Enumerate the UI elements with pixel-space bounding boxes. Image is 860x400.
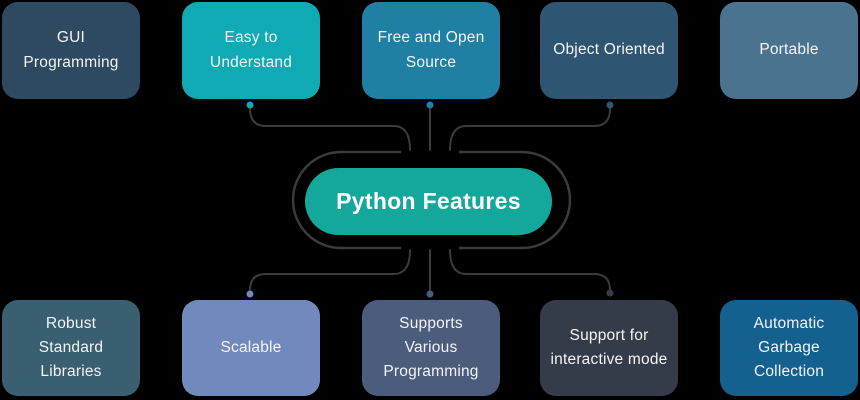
node-label: Scalable (220, 338, 282, 356)
node-easy-to-understand: Easy to Understand (182, 2, 320, 99)
node-portable: Portable (720, 2, 858, 99)
node-gui-programming: GUI Programming (2, 2, 140, 99)
connector-top-left (249, 108, 411, 151)
node-label: Supports Various Programming (383, 314, 479, 380)
node-label: Free and Open Source (377, 29, 485, 71)
center-node-python-features: Python Features (305, 168, 552, 235)
node-label: GUI Programming (23, 29, 119, 71)
node-label: Robust Standard Libraries (38, 314, 104, 380)
node-label: Easy to Understand (209, 29, 293, 71)
node-free-and-open-source: Free and Open Source (362, 2, 500, 99)
connector-top-right (449, 108, 611, 151)
dot-free-and-open-source (426, 101, 434, 109)
node-label: Portable (759, 41, 819, 59)
connector-bottom-left (249, 249, 411, 291)
node-robust-standard-libraries: Robust Standard Libraries (2, 300, 140, 396)
center-ring-right (458, 150, 572, 250)
dot-supports-various-programming (426, 290, 434, 298)
center-title: Python Features (336, 188, 521, 214)
node-label: Support for interactive mode (550, 326, 668, 368)
node-scalable: Scalable (182, 300, 320, 396)
dot-scalable (246, 290, 254, 298)
node-label: Automatic Garbage Collection (753, 314, 825, 380)
node-object-oriented: Object Oriented (540, 2, 678, 99)
node-label: Object Oriented (553, 41, 665, 59)
dot-support-for-interactive-mode (606, 289, 614, 297)
node-automatic-garbage-collection: Automatic Garbage Collection (720, 300, 858, 396)
center-ring-left (291, 150, 402, 250)
node-support-for-interactive-mode: Support for interactive mode (540, 300, 678, 396)
connector-bottom-right (449, 249, 611, 291)
node-supports-various-programming: Supports Various Programming (362, 300, 500, 396)
dot-easy-to-understand (246, 101, 254, 109)
dot-object-oriented (606, 101, 614, 109)
